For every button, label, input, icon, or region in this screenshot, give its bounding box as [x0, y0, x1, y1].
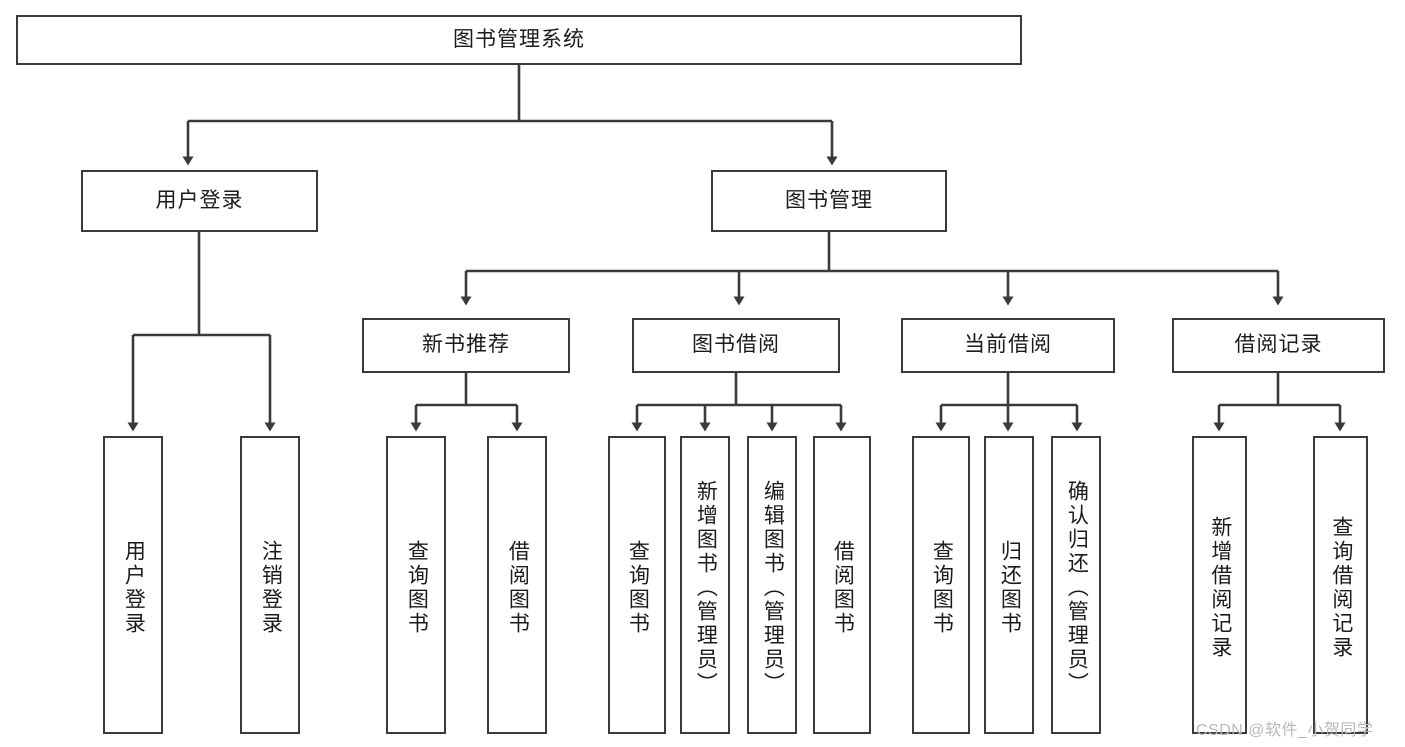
node-leaf-add-borrow-record[interactable]: 新增借阅记录 [1192, 436, 1247, 734]
node-leaf-return-book[interactable]: 归还图书 [984, 436, 1034, 734]
node-leaf-borrow-book[interactable]: 借阅图书 [813, 436, 871, 734]
node-leaf-query-book-current-label: 查询图书 [930, 540, 954, 636]
node-leaf-confirm-return-admin[interactable]: 确认归还（管理员） [1051, 436, 1101, 734]
node-leaf-query-book-borrow-label: 查询图书 [626, 540, 650, 636]
node-new-book-recommend-label: 新书推荐 [422, 333, 510, 357]
node-current-borrow-label: 当前借阅 [964, 333, 1052, 357]
node-leaf-confirm-return-admin-label: 确认归还（管理员） [1065, 480, 1089, 696]
node-borrow-record[interactable]: 借阅记录 [1172, 318, 1385, 373]
node-leaf-query-borrow-record-label: 查询借阅记录 [1329, 516, 1353, 660]
node-leaf-query-book-recommend[interactable]: 查询图书 [386, 436, 446, 734]
node-leaf-borrow-book-recommend[interactable]: 借阅图书 [487, 436, 547, 734]
node-book-management-label: 图书管理 [785, 188, 873, 212]
node-leaf-edit-book-admin[interactable]: 编辑图书（管理员） [747, 436, 797, 734]
csdn-watermark: CSDN @软件_小贺同学 [1196, 722, 1374, 739]
node-leaf-borrow-book-label: 借阅图书 [831, 540, 855, 636]
node-book-borrow-label: 图书借阅 [692, 333, 780, 357]
node-leaf-add-book-admin-label: 新增图书（管理员） [694, 480, 718, 696]
node-leaf-query-book-recommend-label: 查询图书 [405, 540, 429, 636]
node-user-login[interactable]: 用户登录 [81, 170, 318, 232]
node-leaf-query-borrow-record[interactable]: 查询借阅记录 [1313, 436, 1368, 734]
node-leaf-borrow-book-recommend-label: 借阅图书 [506, 540, 530, 636]
node-leaf-return-book-label: 归还图书 [998, 540, 1022, 636]
node-user-login-label: 用户登录 [155, 188, 244, 212]
node-new-book-recommend[interactable]: 新书推荐 [362, 318, 570, 373]
node-book-management[interactable]: 图书管理 [711, 170, 947, 232]
node-leaf-edit-book-admin-label: 编辑图书（管理员） [761, 480, 785, 696]
node-borrow-record-label: 借阅记录 [1234, 333, 1323, 357]
node-leaf-add-book-admin[interactable]: 新增图书（管理员） [680, 436, 730, 734]
node-current-borrow[interactable]: 当前借阅 [901, 318, 1115, 373]
node-leaf-query-book-current[interactable]: 查询图书 [912, 436, 970, 734]
node-leaf-query-book-borrow[interactable]: 查询图书 [608, 436, 666, 734]
node-book-borrow[interactable]: 图书借阅 [632, 318, 840, 373]
node-leaf-user-login-label: 用户登录 [122, 540, 146, 636]
node-root[interactable]: 图书管理系统 [16, 15, 1022, 65]
node-leaf-logout[interactable]: 注销登录 [240, 436, 300, 734]
node-root-label: 图书管理系统 [453, 27, 585, 51]
node-leaf-logout-label: 注销登录 [259, 540, 283, 636]
node-leaf-add-borrow-record-label: 新增借阅记录 [1208, 516, 1232, 660]
node-leaf-user-login[interactable]: 用户登录 [103, 436, 163, 734]
